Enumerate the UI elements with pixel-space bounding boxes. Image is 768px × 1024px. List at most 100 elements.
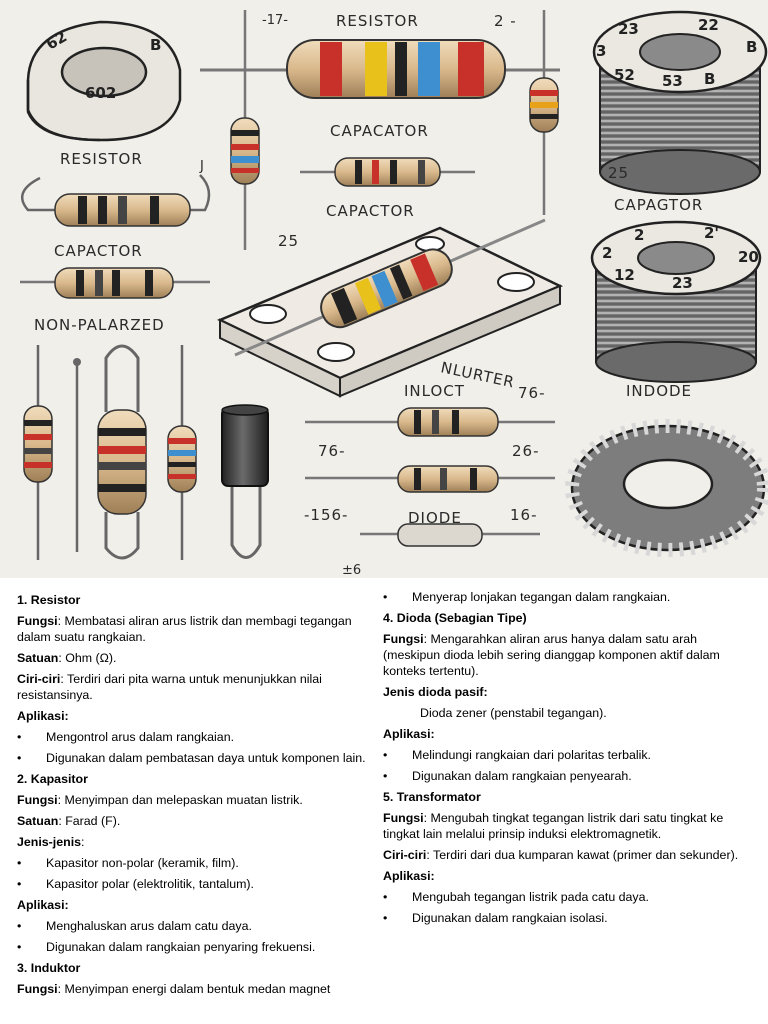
list-item-text: Menyerap lonjakan tegangan dalam rangkai… bbox=[412, 590, 671, 604]
section-title-dioda: 4. Dioda (Sebagian Tipe) bbox=[383, 611, 527, 625]
list-item-text: Menghaluskan arus dalam catu daya. bbox=[46, 919, 252, 933]
resistor-diagonal-icon bbox=[234, 218, 546, 357]
label-mark: -156- bbox=[304, 506, 348, 524]
ring-mid-number: 23 bbox=[672, 274, 693, 292]
electrolytic-capacitor-icon bbox=[221, 404, 269, 559]
resistor-vertical-color-icon bbox=[167, 345, 197, 560]
components-illustration: 62 602 B bbox=[0, 0, 768, 578]
right-column: • Menyerap lonjakan tegangan dalam rangka… bbox=[383, 589, 743, 931]
field-label: Satuan bbox=[17, 651, 59, 665]
bullet-icon: • bbox=[17, 730, 22, 744]
resistor-bent-icon bbox=[20, 174, 211, 227]
bullet-icon: • bbox=[17, 919, 22, 933]
lead-wire-icon bbox=[73, 358, 81, 552]
paragraph: Fungsi: Menyimpan energi dalam bentuk me… bbox=[17, 981, 367, 997]
field-label: Ciri-ciri bbox=[17, 672, 61, 686]
resistor-row-icon bbox=[305, 407, 555, 437]
field-label: Jenis-jenis bbox=[17, 835, 82, 849]
label-capacator: CAPACATOR bbox=[330, 122, 429, 140]
ring-mid-number: 2' bbox=[704, 224, 719, 242]
label-mark: 25 bbox=[278, 232, 299, 250]
ring-top-number: 53 bbox=[662, 72, 683, 90]
label-capactor-left: CAPACTOR bbox=[54, 242, 143, 260]
list-item: Dioda zener (penstabil tegangan). bbox=[420, 706, 607, 720]
field-text: : bbox=[430, 727, 435, 741]
diode-row-icon bbox=[360, 523, 540, 547]
resistor-vertical-icon bbox=[529, 10, 559, 215]
list-item: •Mengontrol arus dalam rangkaian. bbox=[17, 729, 367, 745]
label-capagtor: CAPAGTOR bbox=[614, 196, 703, 214]
ring-left-number: 602 bbox=[85, 84, 116, 102]
label-non-palarized: NON-PALARZED bbox=[34, 316, 165, 334]
resistor-horizontal-icon bbox=[20, 267, 210, 299]
resistor-loop-icon bbox=[97, 344, 147, 560]
list-item-text: Kapasitor polar (elektrolitik, tantalum)… bbox=[46, 877, 254, 891]
section-title-kapasitor: 2. Kapasitor bbox=[17, 772, 88, 786]
list-item: •Digunakan dalam rangkaian penyaring fre… bbox=[17, 939, 367, 955]
field-label: Aplikasi bbox=[383, 869, 431, 883]
resistor-large-icon bbox=[200, 39, 560, 99]
paragraph: Aplikasi: bbox=[383, 868, 743, 884]
label-mark: 2 - bbox=[494, 12, 517, 30]
label-mark: 16- bbox=[510, 506, 538, 524]
list-item: •Digunakan dalam rangkaian isolasi. bbox=[383, 910, 743, 926]
ring-top-number: B bbox=[746, 38, 757, 56]
field-text: : Farad (F). bbox=[58, 814, 121, 828]
list-item-text: Kapasitor non-polar (keramik, film). bbox=[46, 856, 239, 870]
paragraph: Aplikasi: bbox=[17, 897, 367, 913]
bullet-icon: • bbox=[383, 769, 388, 783]
label-diode: DIODE bbox=[408, 509, 462, 527]
resistor-vertical-bottom-icon bbox=[23, 345, 53, 560]
list-item-text: Digunakan dalam rangkaian penyearah. bbox=[412, 769, 632, 783]
ring-top-number: B bbox=[704, 70, 715, 88]
label-indode: INDODE bbox=[626, 382, 692, 400]
ring-mid-number: 12 bbox=[614, 266, 635, 284]
section-title-transformator: 5. Transformator bbox=[383, 790, 481, 804]
list-item: •Digunakan dalam pembatasan daya untuk k… bbox=[17, 750, 367, 766]
paragraph: Fungsi: Mengubah tingkat tegangan listri… bbox=[383, 810, 743, 842]
list-item: • Melindungi rangkaian dari polaritas ter… bbox=[383, 747, 743, 763]
list-item: • Digunakan dalam rangkaian penyearah. bbox=[383, 768, 743, 784]
field-label: Ciri-ciri bbox=[383, 848, 427, 862]
label-mark: J bbox=[199, 159, 204, 174]
bullet-icon: • bbox=[383, 748, 388, 762]
section-title-resistor: 1. Resistor bbox=[17, 593, 81, 607]
paragraph: Satuan: Farad (F). bbox=[17, 813, 367, 829]
field-label: Aplikasi bbox=[17, 898, 65, 912]
bullet-icon: • bbox=[383, 590, 388, 604]
left-column: 1. Resistor Fungsi: Membatasi aliran aru… bbox=[17, 592, 367, 1002]
field-text: : bbox=[483, 685, 488, 699]
ring-mid-number: 2 bbox=[634, 226, 644, 244]
coil-spool-mid-icon: 2 2' 20 12 23 2 bbox=[590, 220, 762, 383]
field-text: : Terdiri dari pita warna untuk menunjuk… bbox=[17, 672, 322, 702]
bullet-icon: • bbox=[17, 856, 22, 870]
circuit-board-icon bbox=[216, 226, 564, 398]
label-resistor-left: RESISTOR bbox=[60, 150, 143, 168]
section-title-induktor: 3. Induktor bbox=[17, 961, 81, 975]
list-item-text: Melindungi rangkaian dari polaritas terb… bbox=[412, 748, 651, 762]
field-label: Jenis dioda pasif bbox=[383, 685, 484, 699]
list-item: • Kapasitor non-polar (keramik, film). bbox=[17, 855, 367, 871]
field-label: Aplikasi bbox=[17, 709, 65, 723]
ring-left-number: B bbox=[150, 36, 161, 54]
field-text: : Mengubah tingkat tegangan listrik dari… bbox=[383, 811, 724, 841]
bullet-icon: • bbox=[17, 940, 22, 954]
ring-mid-number: 2 bbox=[602, 244, 612, 262]
paragraph: Fungsi: Menyimpan dan melepaskan muatan … bbox=[17, 792, 367, 808]
ring-top-number: 3 bbox=[596, 42, 606, 60]
field-label: Fungsi bbox=[17, 793, 58, 807]
field-label: Fungsi bbox=[383, 811, 424, 825]
paragraph: Aplikasi: bbox=[17, 708, 367, 724]
field-text: : Ohm (Ω). bbox=[58, 651, 117, 665]
field-text: : Mengarahkan aliran arus hanya dalam sa… bbox=[383, 632, 720, 678]
list-item: • Menyerap lonjakan tegangan dalam rangka… bbox=[383, 589, 743, 605]
list-item: •Kapasitor polar (elektrolitik, tantalum… bbox=[17, 876, 367, 892]
resistor-vertical-icon bbox=[230, 10, 260, 250]
paragraph: Fungsi: Membatasi aliran arus listrik da… bbox=[17, 613, 367, 645]
paragraph: Aplikasi: bbox=[383, 726, 743, 742]
field-label: Aplikasi bbox=[383, 727, 431, 741]
paragraph: Ciri-ciri: Terdiri dari dua kumparan kaw… bbox=[383, 847, 743, 863]
paragraph: Jenis dioda pasif: bbox=[383, 684, 743, 700]
label-mark: ±6 bbox=[342, 563, 361, 578]
list-item-text: Mengubah tegangan listrik pada catu daya… bbox=[412, 890, 649, 904]
